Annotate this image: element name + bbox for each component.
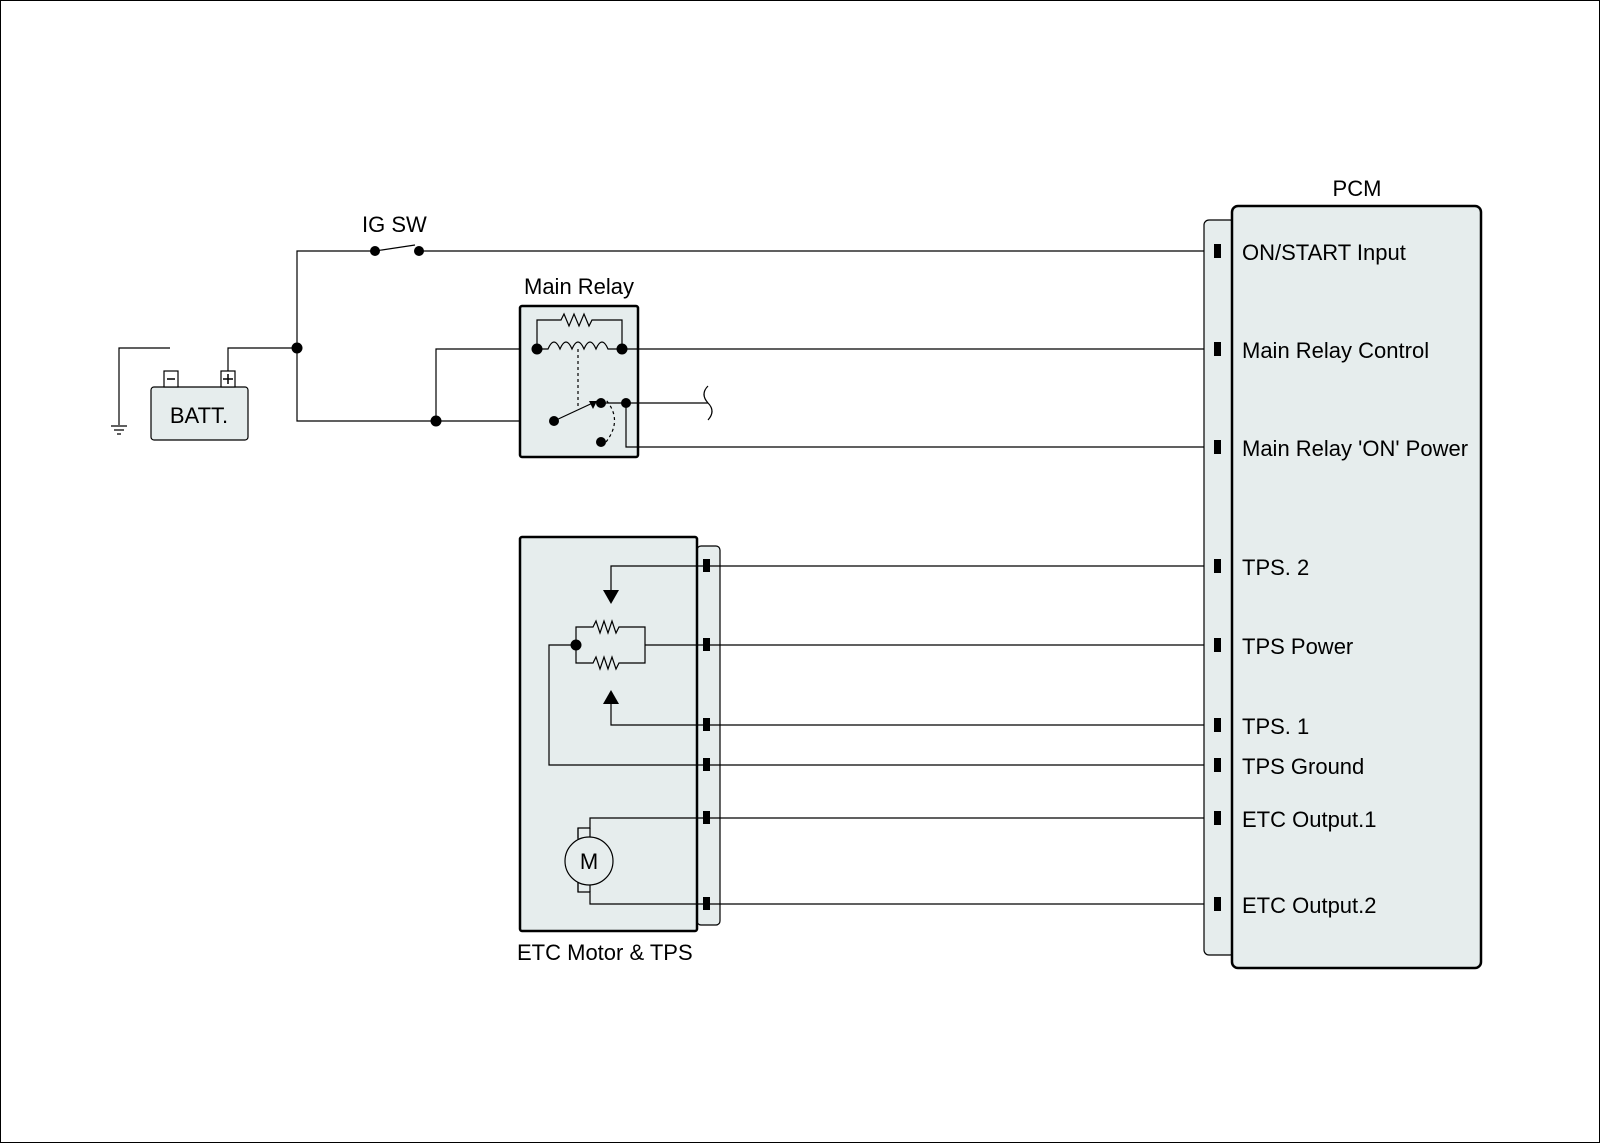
ig-switch-contact-in: [370, 246, 380, 256]
pcm-pin-main-relay-on-power: Main Relay 'ON' Power: [1242, 436, 1468, 461]
pcm-pin-tps-power: TPS Power: [1242, 634, 1353, 659]
pcm-pin-tps-2: TPS. 2: [1242, 555, 1309, 580]
junction: [430, 415, 442, 427]
motor-symbol: [564, 836, 614, 886]
pcm-label: PCM: [1333, 176, 1382, 201]
pcm-pin-tps-1: TPS. 1: [1242, 714, 1309, 739]
ig-switch-label: IG SW: [362, 212, 427, 237]
etc-motor-tps-module: M ETC Motor & TPS: [517, 535, 1217, 965]
battery-feed-wires: [296, 348, 554, 422]
pcm-pin-etc-output-1: ETC Output.1: [1242, 807, 1377, 832]
junction: [291, 342, 303, 354]
main-relay: Main Relay: [518, 274, 1217, 459]
battery-label: BATT.: [170, 403, 228, 428]
ig-switch-contact-out: [414, 246, 424, 256]
ground-symbol: [111, 347, 170, 435]
etc-module-label: ETC Motor & TPS: [517, 940, 693, 965]
battery: BATT.: [150, 347, 297, 441]
pcm-connector-pins: [1214, 244, 1221, 911]
ig-switch: [296, 244, 1217, 348]
pcm-pin-tps-ground: TPS Ground: [1242, 754, 1364, 779]
pcm-pin-main-relay-control: Main Relay Control: [1242, 338, 1429, 363]
motor-label: M: [580, 849, 598, 874]
pcm-module: PCM ON/START Input Main Relay Control Ma…: [1203, 176, 1483, 970]
pcm-pin-etc-output-2: ETC Output.2: [1242, 893, 1377, 918]
main-relay-label: Main Relay: [524, 274, 634, 299]
pcm-pin-on-start-input: ON/START Input: [1242, 240, 1406, 265]
